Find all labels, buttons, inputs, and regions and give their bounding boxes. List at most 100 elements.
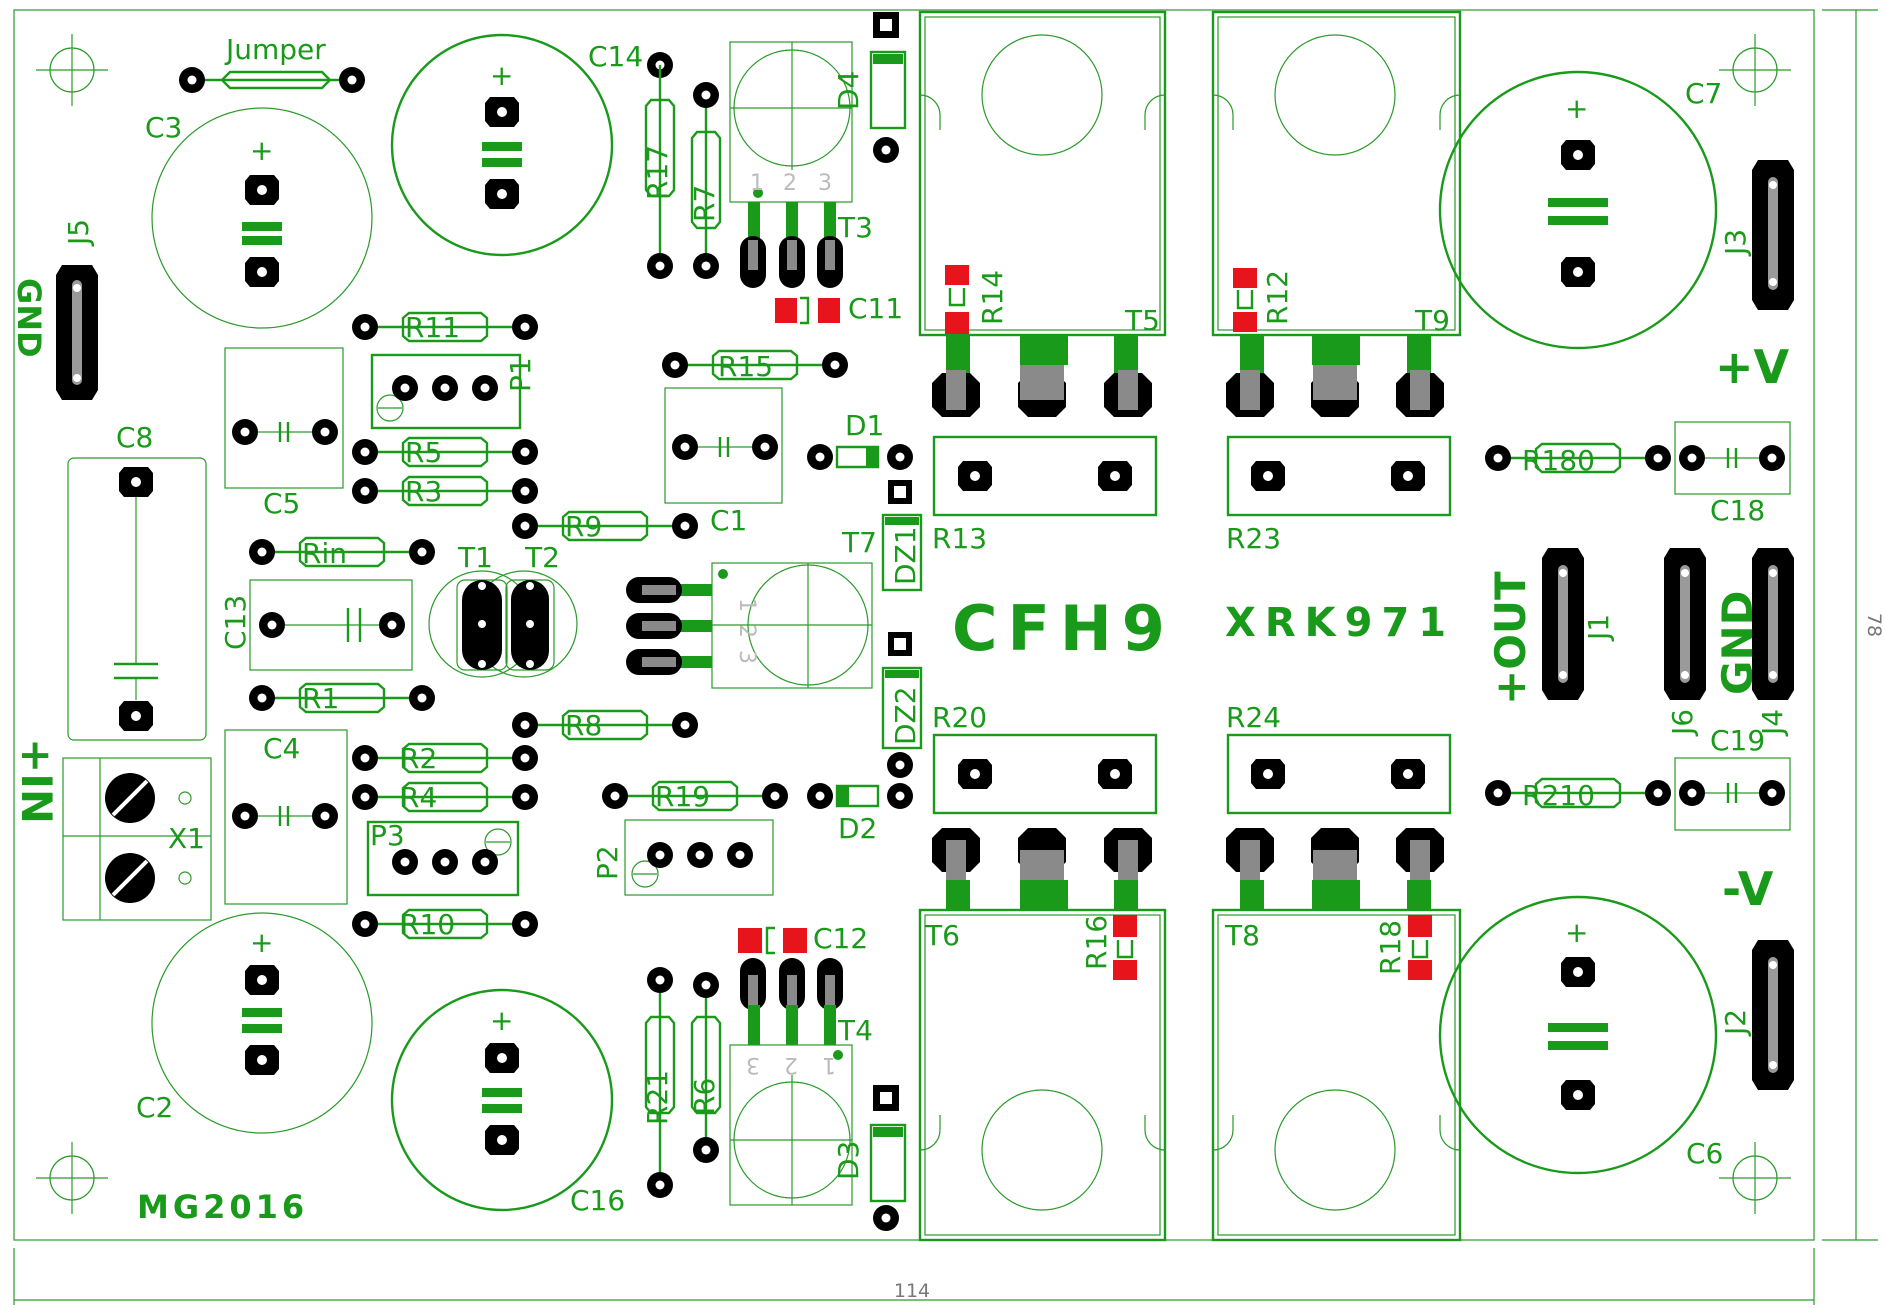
mounting-hole <box>1718 33 1792 107</box>
j6-label: J6 <box>1666 709 1699 737</box>
c7-label: C7 <box>1685 77 1722 110</box>
capacitor-c6: + C6 <box>1438 895 1723 1175</box>
r5-label: R5 <box>405 436 442 469</box>
pot-p1: P1 <box>370 353 537 430</box>
mounting-hole <box>1718 1141 1792 1215</box>
capacitor-c7: + C7 <box>1438 70 1722 350</box>
c13-label: C13 <box>219 595 252 650</box>
transistor-pair-t1-t2: T1 T2 <box>428 541 578 678</box>
j3-label: J3 <box>1719 229 1752 257</box>
jumper-j1: J1 +OUT <box>1486 548 1615 705</box>
resistor-r10: R10 <box>352 908 538 941</box>
d1-label: D1 <box>845 409 884 442</box>
j5-label: J5 <box>62 219 95 247</box>
capacitor-c1: C1 <box>664 387 783 537</box>
t9-label: T9 <box>1414 304 1450 337</box>
board-code: XRK971 <box>1225 600 1455 646</box>
c5-label: C5 <box>263 487 300 520</box>
gnd-left-label: GND <box>10 278 48 358</box>
t8-label: T8 <box>1224 919 1260 952</box>
c2-label: C2 <box>136 1091 173 1124</box>
zener-dz2: DZ2 <box>881 632 923 778</box>
p2-label: P2 <box>591 845 624 880</box>
r13-label: R13 <box>932 522 987 555</box>
resistor-r210: R210 <box>1485 777 1671 812</box>
capacitor-c11: C11 <box>775 292 903 325</box>
d3-label: D3 <box>832 1141 865 1180</box>
r9-label: R9 <box>565 510 602 543</box>
d2-label: D2 <box>838 812 877 845</box>
svg-text:2: 2 <box>784 1052 798 1077</box>
r3-label: R3 <box>405 475 442 508</box>
rin-label: Rin <box>302 537 347 570</box>
jumper-j4: J4 <box>1752 548 1794 737</box>
r12-label: R12 <box>1261 270 1294 325</box>
svg-text:3: 3 <box>734 650 759 664</box>
t5-label: T5 <box>1124 304 1160 337</box>
r4-label: R4 <box>400 781 437 814</box>
capacitor-c13: C13 <box>219 579 413 671</box>
capacitor-c19: C19 <box>1674 724 1791 831</box>
c6-label: C6 <box>1686 1137 1723 1170</box>
svg-text:1: 1 <box>734 598 759 612</box>
transistor-t5: R14 T5 <box>918 10 1167 417</box>
jumper-link: Jumper <box>179 33 365 93</box>
c4-label: C4 <box>263 732 300 765</box>
capacitor-c3: + C3 <box>145 107 373 329</box>
svg-text:3: 3 <box>746 1052 760 1077</box>
board-outline <box>13 9 1815 1241</box>
resistor-r180: R180 <box>1485 442 1671 477</box>
r210-label: R210 <box>1522 779 1595 812</box>
r10-label: R10 <box>400 908 455 941</box>
width-dimension: 114 <box>894 1280 930 1302</box>
svg-text:+: + <box>490 1004 513 1037</box>
capacitor-c12: C12 <box>738 922 868 955</box>
t7-label: T7 <box>841 526 877 559</box>
dz1-label: DZ1 <box>889 526 922 585</box>
resistor-r20: R20 <box>932 701 1158 815</box>
resistor-r9: R9 <box>512 510 698 543</box>
r15-label: R15 <box>718 350 773 383</box>
diode-d1: D1 <box>807 409 913 470</box>
resistor-r19: R19 <box>602 780 788 813</box>
zener-dz1: DZ1 <box>881 480 923 592</box>
diode-d3: D3 <box>832 1085 907 1231</box>
r7-label: R7 <box>688 185 721 222</box>
c18-label: C18 <box>1710 494 1765 527</box>
t2-label: T2 <box>524 541 560 574</box>
r20-label: R20 <box>932 701 987 734</box>
neg-v-label: -V <box>1722 862 1774 916</box>
transistor-t7: 1 2 3 T7 <box>626 526 877 689</box>
c14-pad-group: C14 <box>588 40 673 78</box>
t3-label: T3 <box>837 211 873 244</box>
r21-label: R21 <box>641 1070 674 1125</box>
transistor-t3: 1 2 3 T3 <box>729 41 873 288</box>
r180-label: R180 <box>1522 444 1595 477</box>
height-dimension: 78 <box>1863 613 1885 637</box>
resistor-r2: R2 <box>352 742 538 775</box>
svg-text:+: + <box>250 134 273 167</box>
transistor-t4: 3 2 1 T4 <box>729 958 873 1206</box>
resistor-r15: R15 <box>662 349 848 383</box>
transistor-t8: R18 T8 <box>1211 828 1462 1242</box>
diode-d4: D4 <box>832 12 907 163</box>
svg-text:+: + <box>1565 916 1588 949</box>
c16-label: C16 <box>570 1184 625 1217</box>
mounting-hole <box>35 1141 109 1215</box>
resistor-r21: R21 <box>641 967 676 1198</box>
svg-text:2: 2 <box>734 624 759 638</box>
x1-label: X1 <box>168 822 205 855</box>
transistor-t6: R16 T6 <box>918 828 1167 1242</box>
jumper-j3: J3 <box>1719 160 1794 310</box>
j4-label: J4 <box>1756 709 1789 737</box>
p1-label: P1 <box>504 357 537 392</box>
resistor-r1: R1 <box>249 682 435 715</box>
svg-text:1: 1 <box>822 1052 836 1077</box>
svg-text:+: + <box>1565 92 1588 125</box>
r2-label: R2 <box>400 742 437 775</box>
c8-label: C8 <box>116 421 153 454</box>
pot-p3: P3 <box>366 819 520 897</box>
svg-text:+: + <box>250 926 273 959</box>
resistor-r7: R7 <box>688 82 722 279</box>
resistor-r24: R24 <box>1226 701 1452 815</box>
